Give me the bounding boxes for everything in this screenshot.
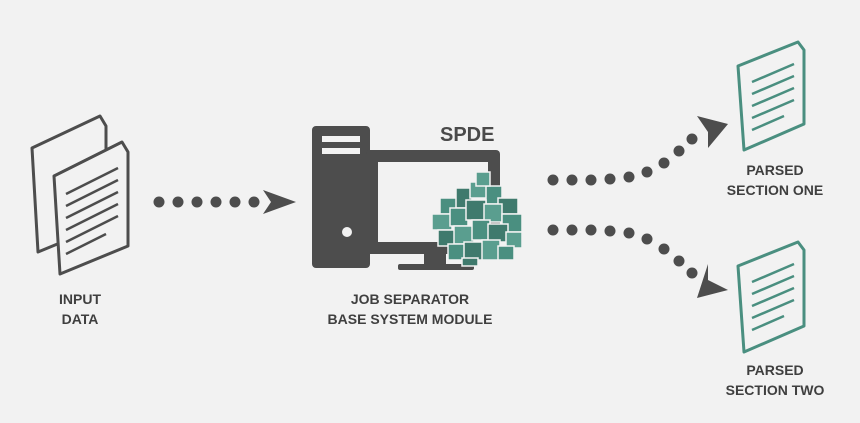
module-brand-label: SPDE	[440, 124, 495, 146]
arrow-module-to-section-two	[547, 224, 728, 298]
section-one-label-line1: PARSED	[746, 162, 804, 178]
cube-cluster-icon	[431, 171, 523, 267]
section-two-label-line1: PARSED	[746, 362, 804, 378]
module-label-line1: JOB SEPARATOR	[350, 291, 470, 307]
input-data-label: INPUT DATA	[30, 289, 130, 329]
section-one-label: PARSED SECTION ONE	[700, 160, 850, 200]
section-two-label-line2: SECTION TWO	[725, 382, 825, 398]
document-icon-section-two	[736, 240, 806, 354]
document-icon-section-one	[736, 40, 806, 152]
module-label-line2: BASE SYSTEM MODULE	[327, 311, 493, 327]
module-label: JOB SEPARATOR BASE SYSTEM MODULE	[290, 289, 530, 329]
arrow-input-to-module	[153, 190, 296, 214]
section-two-label: PARSED SECTION TWO	[700, 360, 850, 400]
input-label-line1: INPUT	[59, 291, 101, 307]
input-label-line2: DATA	[61, 311, 99, 327]
section-one-label-line2: SECTION ONE	[726, 182, 824, 198]
document-stack-icon	[30, 114, 130, 276]
arrow-module-to-section-one	[547, 116, 728, 186]
